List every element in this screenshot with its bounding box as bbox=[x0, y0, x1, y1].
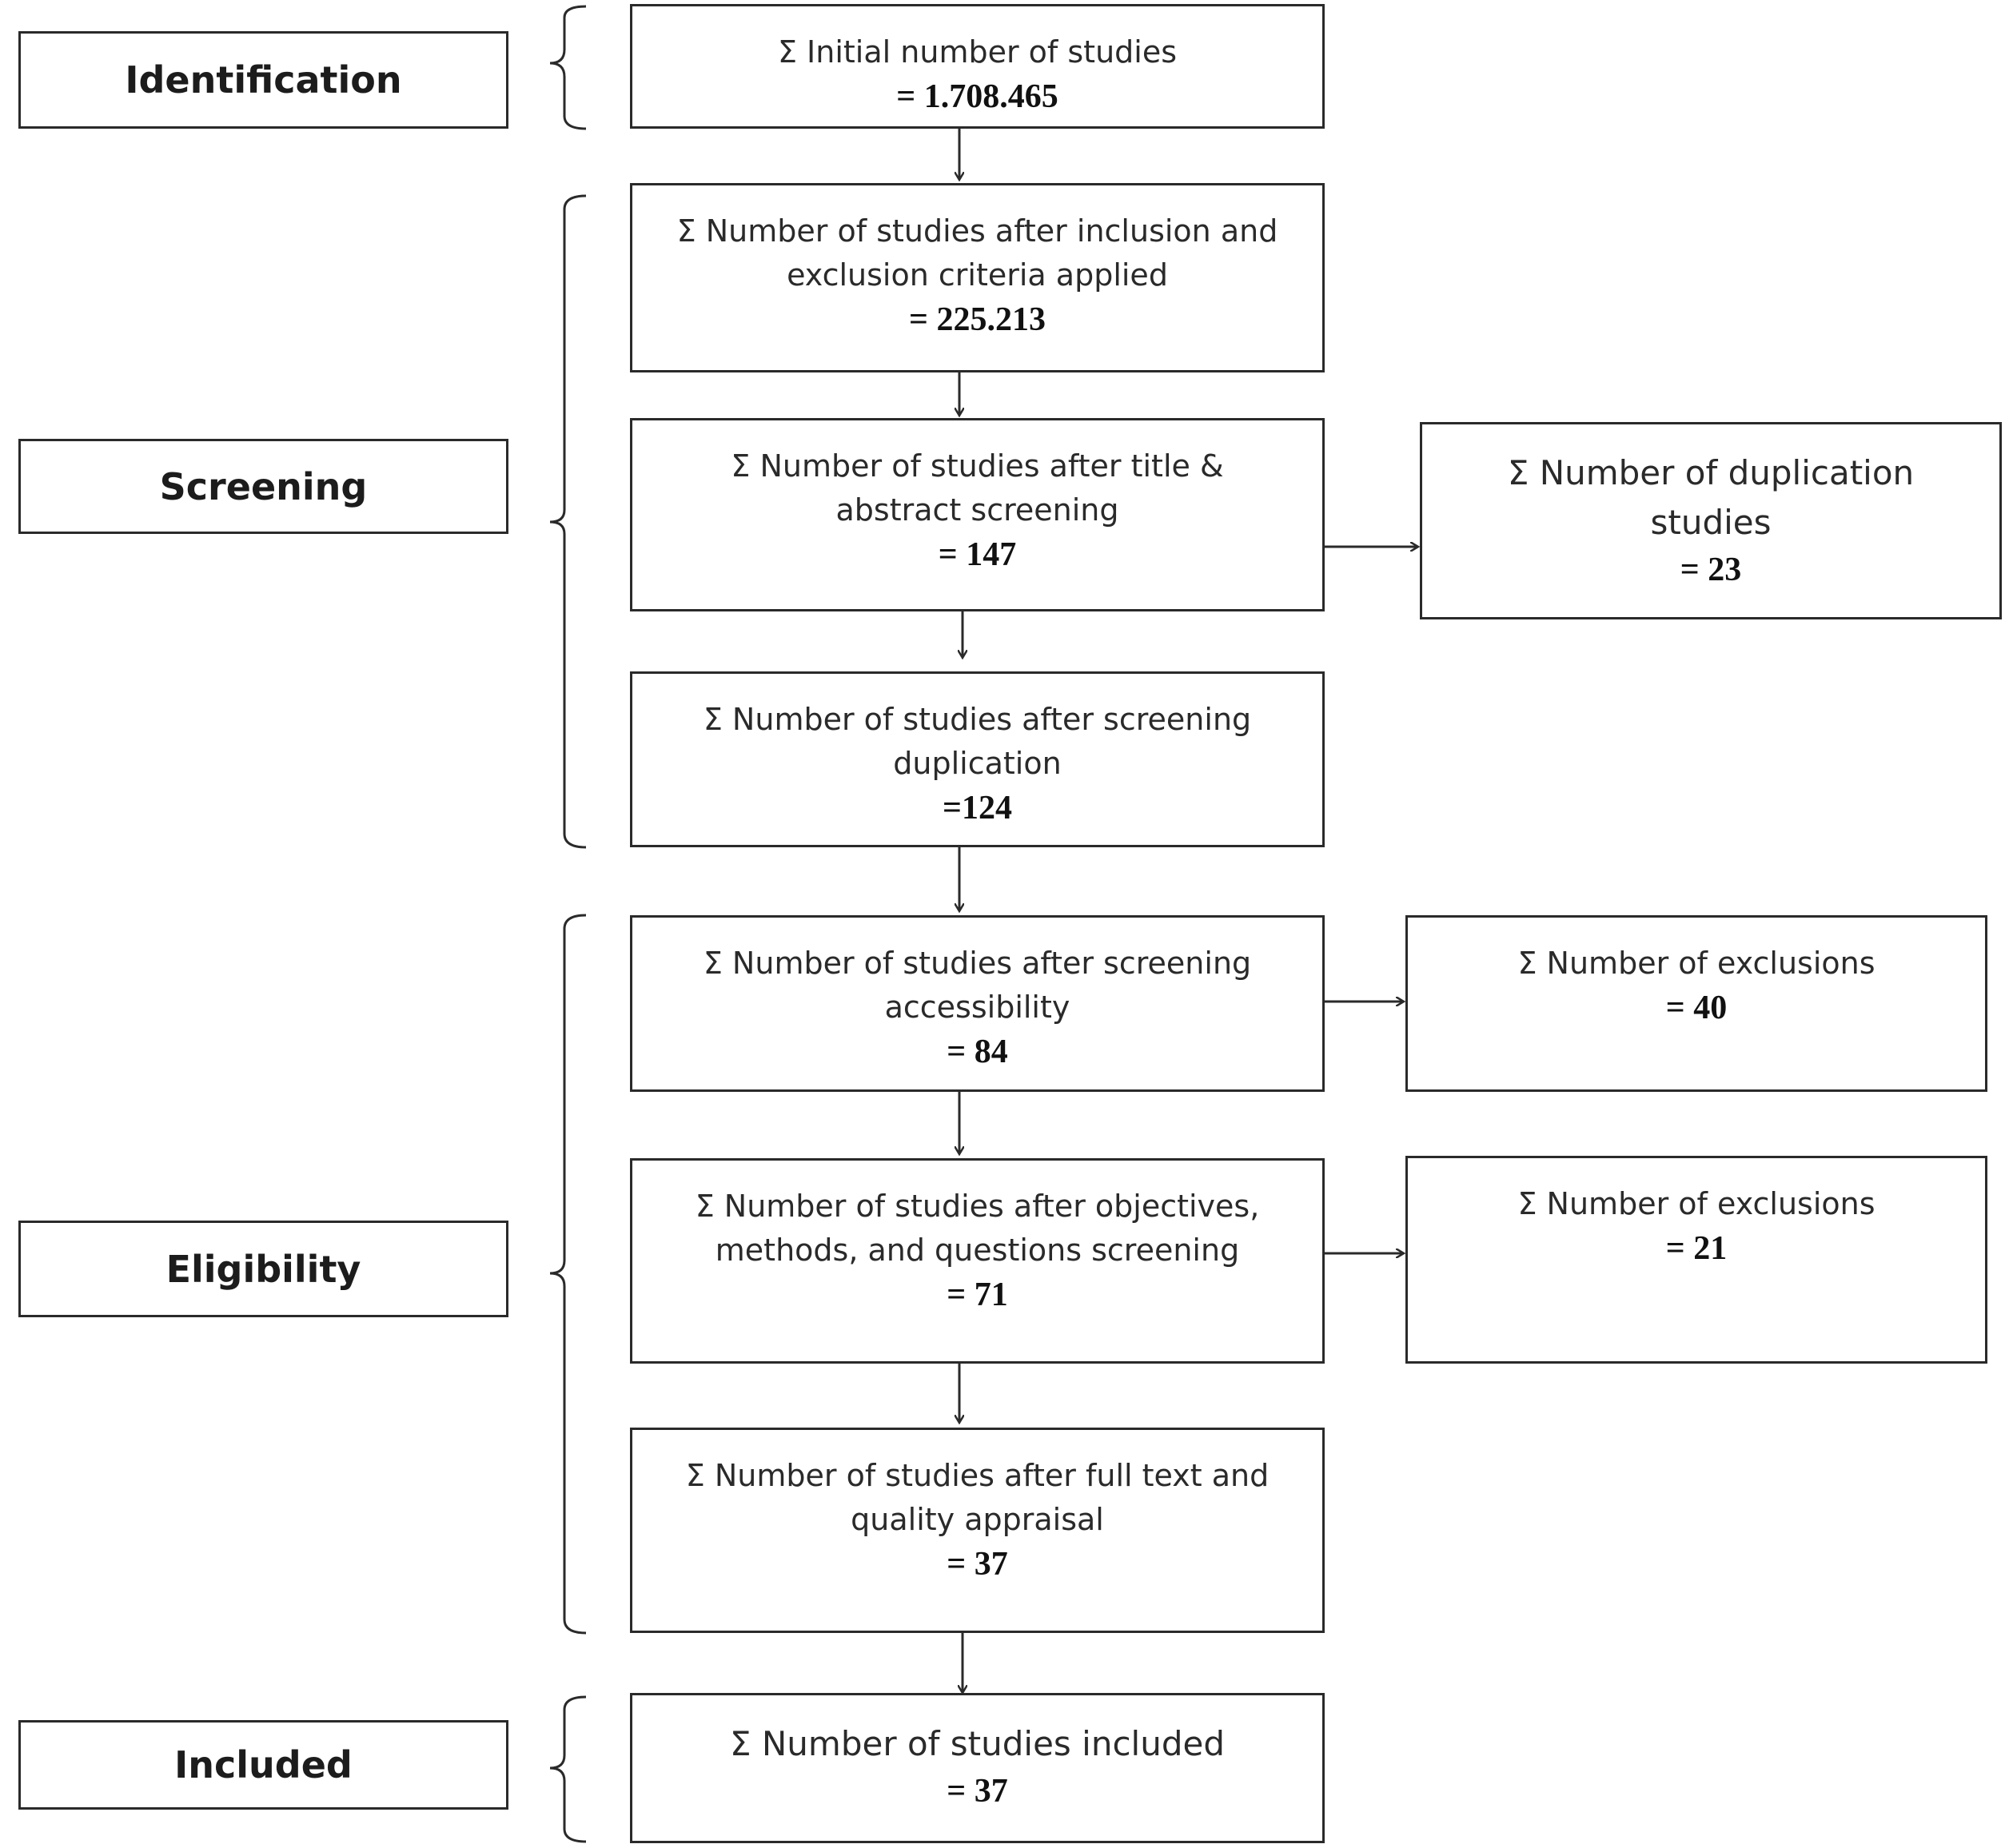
box-label: Σ Number of duplication studies bbox=[1507, 453, 1915, 542]
box-value: = 37 bbox=[947, 1773, 1008, 1810]
box-value: = 225.213 bbox=[909, 301, 1046, 338]
brace-identification bbox=[549, 5, 587, 130]
stage-label: Identification bbox=[125, 58, 402, 102]
box-label: Σ Number of studies included bbox=[730, 1724, 1225, 1763]
box-label: Σ Number of studies after title & abstra… bbox=[731, 448, 1224, 528]
brace-eligibility bbox=[549, 914, 587, 1635]
box-label: Σ Number of exclusions bbox=[1517, 1186, 1875, 1221]
box-dedup: Σ Number of studies after screening dupl… bbox=[630, 671, 1325, 847]
box-value: = 21 bbox=[1665, 1230, 1728, 1267]
box-value: = 23 bbox=[1680, 552, 1742, 588]
box-duplication: Σ Number of duplication studies = 23 bbox=[1420, 422, 2002, 619]
box-label: Σ Number of studies after screening acce… bbox=[703, 946, 1252, 1025]
box-value: =124 bbox=[943, 790, 1012, 826]
box-label: Σ Number of studies after full text and … bbox=[685, 1458, 1270, 1537]
box-value: = 37 bbox=[947, 1546, 1008, 1583]
stage-label: Screening bbox=[159, 464, 368, 508]
box-initial: Σ Initial number of studies = 1.708.465 bbox=[630, 4, 1325, 129]
box-exclusions-1: Σ Number of exclusions = 40 bbox=[1405, 915, 1987, 1092]
box-criteria: Σ Number of studies after inclusion and … bbox=[630, 183, 1325, 372]
box-title-abstract: Σ Number of studies after title & abstra… bbox=[630, 418, 1325, 611]
box-value: = 1.708.465 bbox=[896, 78, 1058, 115]
box-accessibility: Σ Number of studies after screening acce… bbox=[630, 915, 1325, 1092]
box-exclusions-2: Σ Number of exclusions = 21 bbox=[1405, 1156, 1987, 1364]
stage-label: Included bbox=[174, 1743, 353, 1786]
box-label: Σ Initial number of studies bbox=[777, 34, 1178, 70]
box-label: Σ Number of studies after inclusion and … bbox=[676, 213, 1278, 293]
box-full-text: Σ Number of studies after full text and … bbox=[630, 1428, 1325, 1633]
stage-label: Eligibility bbox=[165, 1247, 361, 1291]
box-objectives: Σ Number of studies after objectives, me… bbox=[630, 1158, 1325, 1364]
stage-eligibility: Eligibility bbox=[18, 1221, 508, 1317]
box-included: Σ Number of studies included = 37 bbox=[630, 1693, 1325, 1843]
brace-screening bbox=[549, 194, 587, 849]
stage-included: Included bbox=[18, 1720, 508, 1810]
box-label: Σ Number of exclusions bbox=[1517, 946, 1875, 981]
box-value: = 71 bbox=[947, 1276, 1008, 1313]
brace-included bbox=[549, 1695, 587, 1843]
stage-identification: Identification bbox=[18, 31, 508, 129]
box-label: Σ Number of studies after objectives, me… bbox=[695, 1189, 1260, 1268]
box-value: = 147 bbox=[938, 536, 1017, 573]
box-value: = 84 bbox=[947, 1034, 1008, 1070]
box-value: = 40 bbox=[1665, 990, 1728, 1026]
box-label: Σ Number of studies after screening dupl… bbox=[703, 702, 1252, 781]
stage-screening: Screening bbox=[18, 439, 508, 534]
